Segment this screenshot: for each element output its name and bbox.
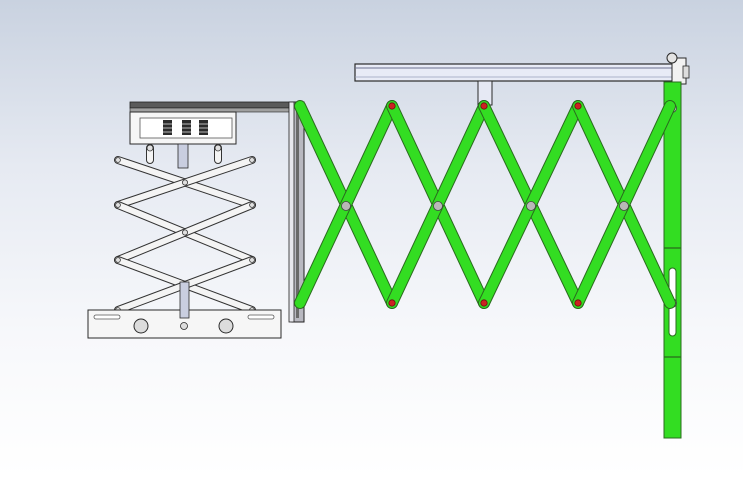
pivot-pin-icon (341, 201, 351, 211)
pivot-pin-icon (249, 202, 255, 208)
pivot-pin-icon (480, 299, 488, 307)
pivot-pin-icon (526, 201, 536, 211)
pivot-pin-icon (115, 157, 121, 163)
pivot-pin-icon (181, 179, 188, 186)
pivot-pin-icon (574, 299, 582, 307)
pivot-pin-icon (480, 102, 488, 110)
right-green-post (663, 81, 682, 439)
pivot-pin-icon (146, 144, 154, 152)
pivot-pin-icon (180, 322, 188, 330)
top-beam (354, 63, 680, 82)
pivot-pin-icon (249, 257, 255, 263)
pivot-pin-icon (574, 102, 582, 110)
screw-head-icon (666, 52, 678, 64)
vent-slots (163, 120, 208, 135)
beam-end-bracket (666, 52, 690, 85)
pivot-pin-icon (115, 202, 121, 208)
screw-head-icon (218, 318, 234, 334)
bottom-mounting-plate (87, 281, 282, 339)
pivot-pin-icon (388, 299, 396, 307)
pivot-pin-icon (181, 229, 188, 236)
pivot-pin-icon (388, 102, 396, 110)
pivot-pin-icon (619, 201, 629, 211)
screw-head-icon (133, 318, 149, 334)
motor-control-box (129, 111, 237, 169)
pivot-pin-icon (115, 257, 121, 263)
green-scissor-arms (294, 99, 677, 310)
pivot-pin-icon (433, 201, 443, 211)
pivot-pin-icon (249, 157, 255, 163)
pivot-pin-icon (214, 144, 222, 152)
